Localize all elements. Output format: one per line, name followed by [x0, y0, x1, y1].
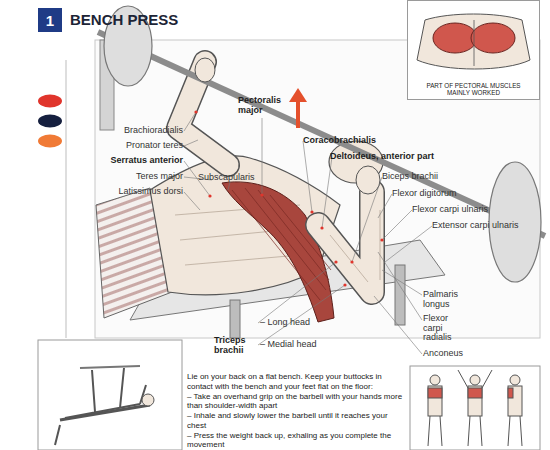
muscle-label: Serratus anterior [83, 156, 183, 166]
muscle-label: Palmaris longus [423, 290, 465, 309]
figure-body [428, 386, 442, 416]
inset-sternum [474, 20, 475, 66]
figure-head [470, 375, 480, 385]
muscle-lines [330, 210, 380, 282]
muscle-label: Coracobrachialis [303, 136, 393, 146]
leader-line [258, 262, 336, 323]
figure-legs [508, 416, 522, 446]
instruction-box: Lie on your back on a flat bench. Keep y… [185, 368, 408, 450]
box-text: – Inhale and slowly lower the barbell un… [187, 411, 404, 431]
leader-line [378, 194, 392, 218]
leader-line [228, 182, 230, 190]
muscle-label: Latissimus dorsi [83, 187, 183, 197]
hand [195, 58, 215, 82]
diagram-title: BENCH PRESS [70, 11, 178, 28]
muscle-label: – Long head [260, 318, 332, 328]
leader-line [184, 112, 196, 131]
figure-body [468, 386, 482, 416]
figure-highlight [508, 388, 513, 398]
leader-dot [260, 193, 263, 196]
inset-background [407, 0, 540, 100]
figure-body [508, 386, 522, 416]
bench-leg [230, 300, 240, 338]
muscle-fibres [232, 188, 331, 300]
figure-highlight [468, 388, 482, 398]
figure-legs [428, 416, 442, 446]
leader-line [258, 285, 345, 345]
muscle-label: Subscapularis [198, 173, 268, 183]
leader-line [352, 177, 382, 262]
box-text: PART OF PECTORAL MUSCLES MAINLY WORKED [418, 82, 530, 96]
muscle-label: Triceps brachii [214, 336, 254, 355]
leader-line [382, 270, 422, 295]
inset-frame [38, 340, 182, 450]
color-dot [38, 135, 62, 148]
inset-bench [60, 405, 150, 420]
leader-line [262, 118, 263, 195]
leader-dot [310, 210, 313, 213]
muscle-label: Brachioradialis [83, 126, 183, 136]
leader-line [303, 141, 312, 212]
inset-caption-box: PART OF PECTORAL MUSCLES MAINLY WORKED [407, 0, 540, 100]
leader-dot [350, 260, 353, 263]
leader-dot [320, 226, 323, 229]
leader-line [378, 252, 422, 320]
figure-head [430, 375, 440, 385]
inset-pectoral [471, 23, 515, 53]
inset-figures [428, 370, 522, 446]
figure-highlight [428, 388, 442, 398]
muscle-label: Deltoideus, anterior part [330, 152, 460, 162]
leader-line [184, 192, 200, 210]
muscle-label: Flexor digitorum [392, 189, 482, 199]
direction-arrowhead [289, 88, 307, 102]
muscle-label: – Medial head [260, 340, 332, 350]
box-text: Lie on your back on a flat bench. Keep y… [187, 372, 404, 392]
muscle-label: Biceps brachii [382, 172, 462, 182]
margin-rule [66, 60, 67, 338]
leader-dot [194, 110, 197, 113]
leader-dot [208, 194, 211, 197]
color-dot [38, 115, 62, 128]
callout-number: 1 [38, 8, 62, 32]
inset-torso [417, 14, 530, 69]
muscle-label: Pronator teres [83, 141, 183, 151]
leader-line [385, 226, 432, 262]
figure-limbs [458, 370, 492, 446]
pectoralis-muscle [222, 182, 334, 322]
inset-frame [410, 366, 540, 450]
leader-lines [184, 112, 432, 354]
direction-arrow [296, 100, 300, 128]
leader-line [374, 296, 422, 354]
muscle-label: Flexor carpi ulnaris [412, 205, 522, 215]
leader-line [184, 140, 198, 146]
hand [356, 166, 380, 194]
leader-line [322, 157, 332, 228]
box-text: – Press the weight back up, exhaling as … [187, 431, 404, 450]
leader-dot [334, 260, 337, 263]
muscle-label: Pectoralis major [238, 96, 290, 115]
box-text: – Take an overhand grip on the barbell w… [187, 392, 404, 412]
figure-head [510, 375, 520, 385]
inset-head [142, 394, 154, 406]
muscle-label: Teres major [83, 172, 183, 182]
color-dot [38, 95, 62, 108]
muscle-label: Anconeus [423, 349, 483, 359]
inset-figure [55, 368, 146, 445]
inset-pectoral [433, 23, 477, 53]
inset-barbell [80, 366, 140, 368]
muscle-label: Extensor carpi ulnaris [432, 221, 540, 231]
leader-dot [343, 283, 346, 286]
leader-line [382, 210, 412, 240]
muscle-label: Flexor carpi radialis [423, 314, 465, 343]
leader-dot [380, 238, 383, 241]
bench-leg [395, 265, 405, 325]
